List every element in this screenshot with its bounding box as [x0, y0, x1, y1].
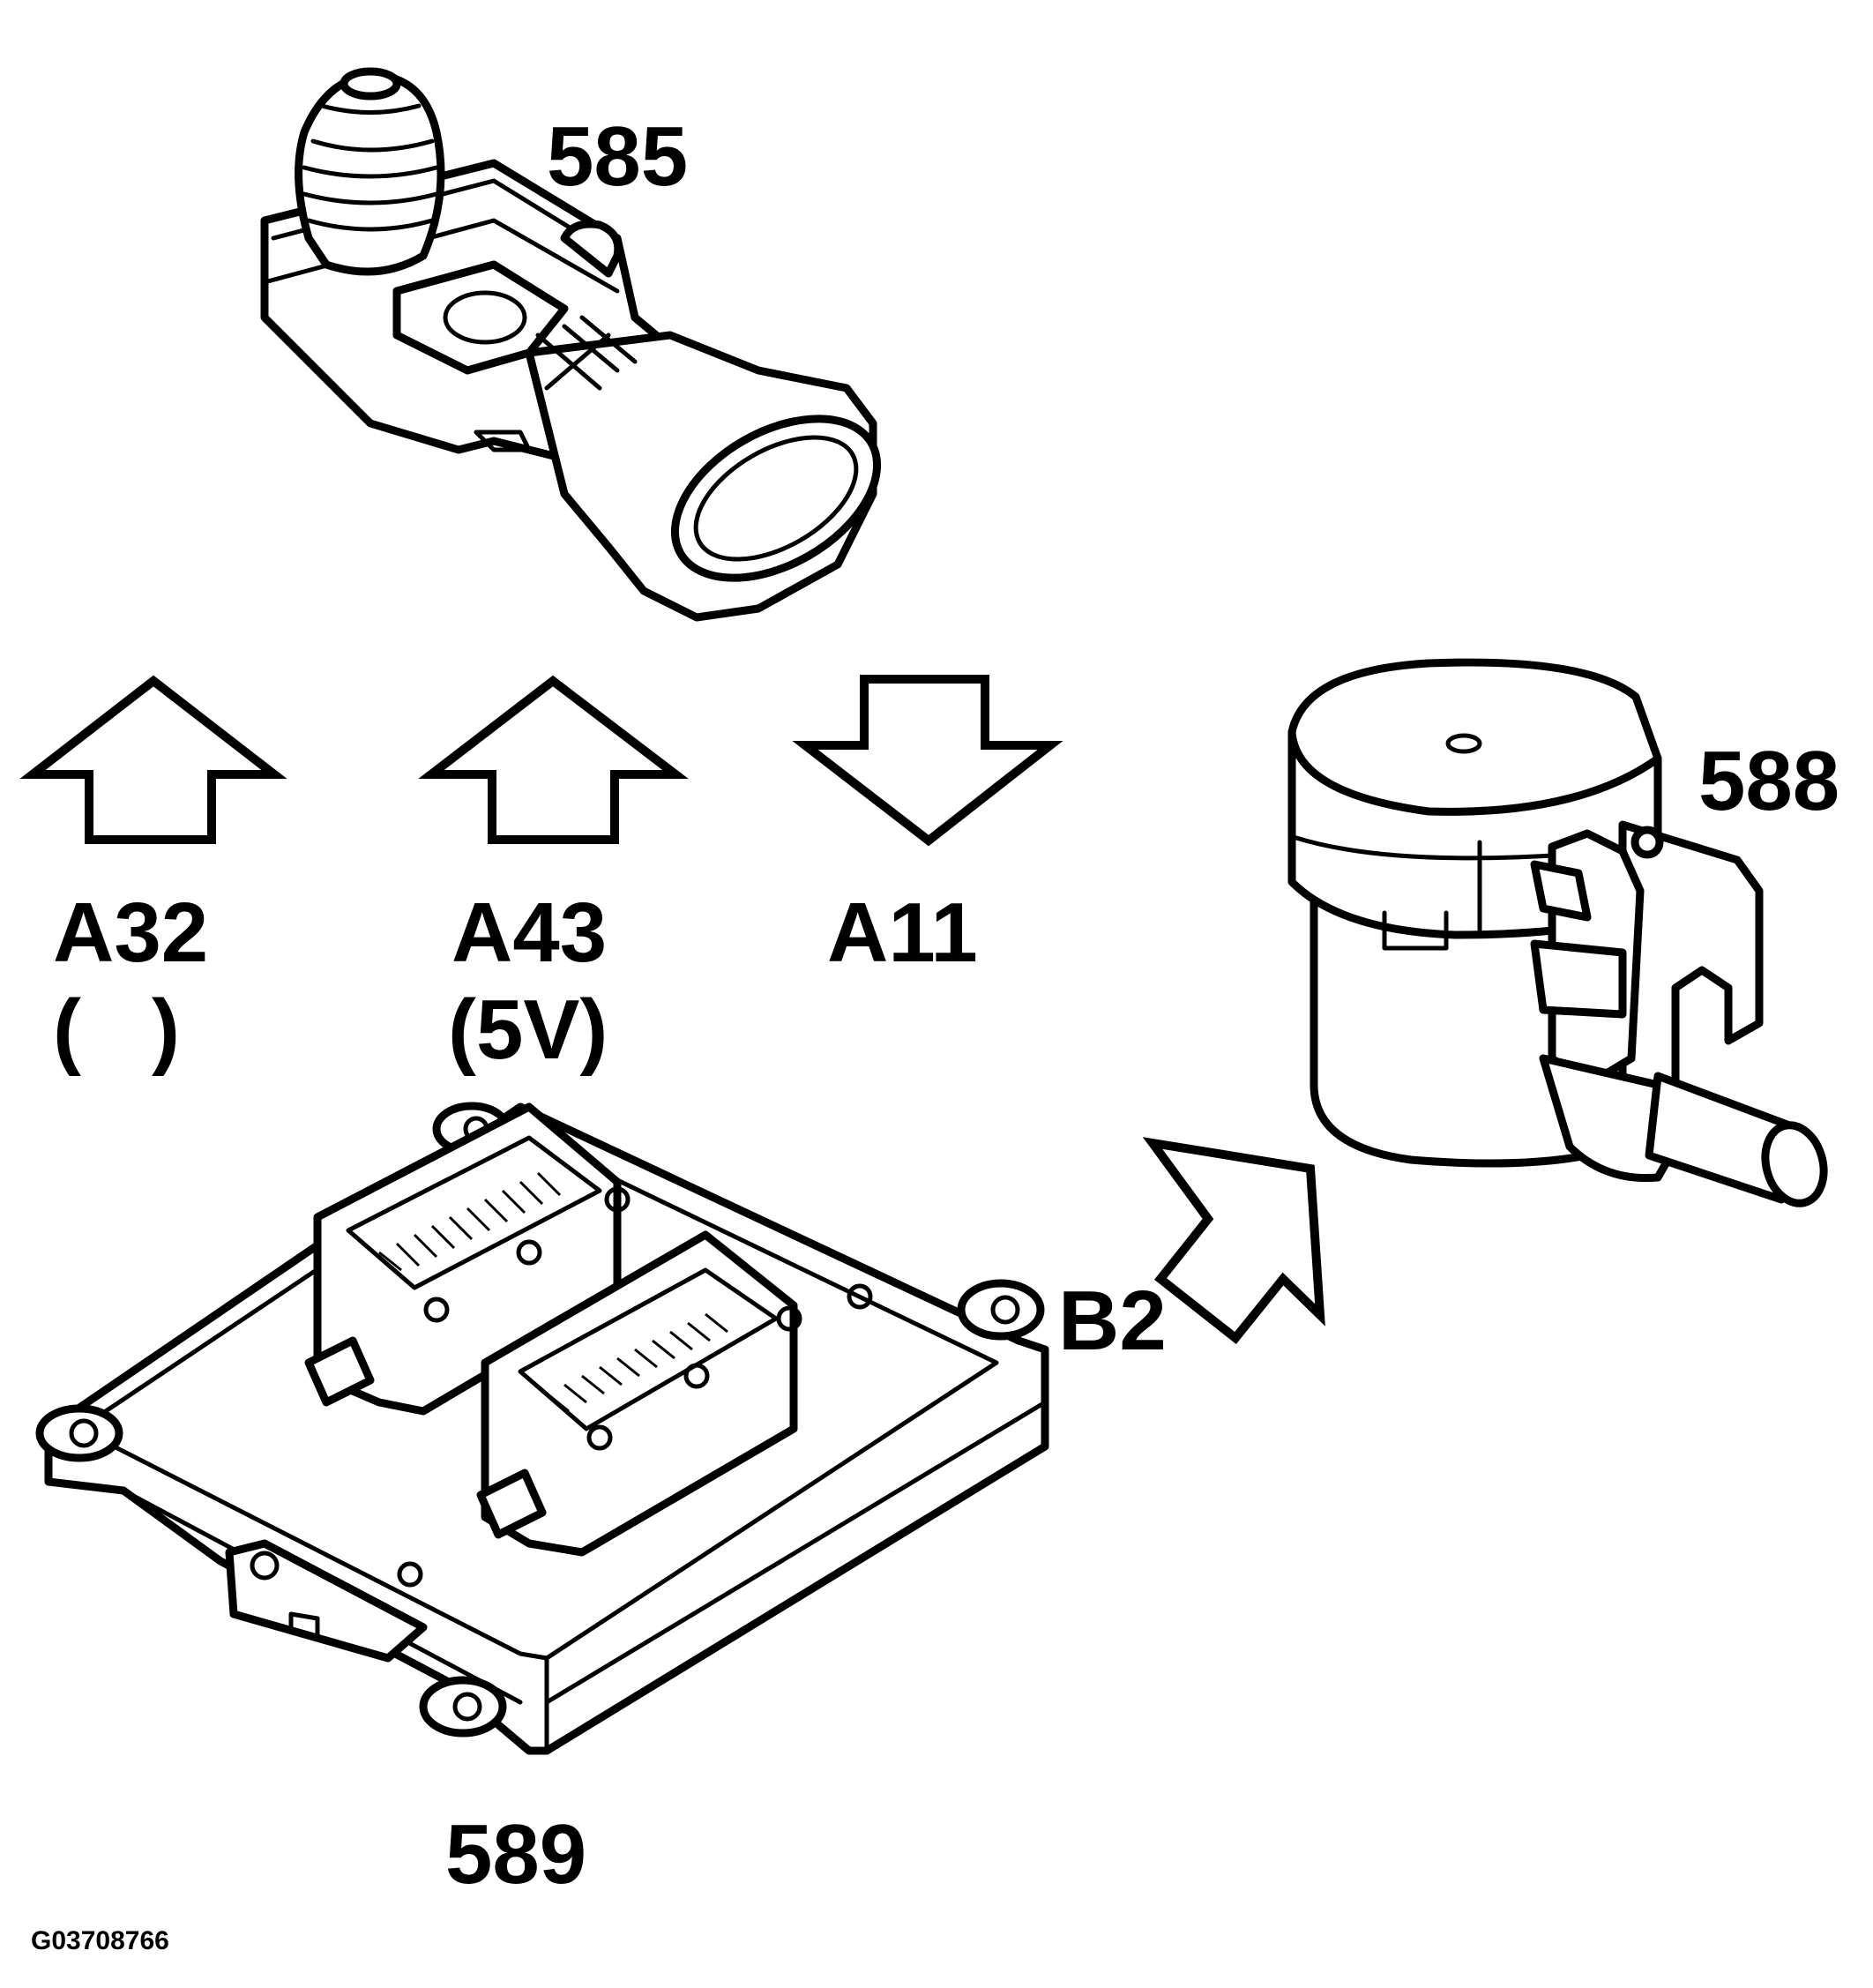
signal-a32-up-arrow	[19, 675, 287, 844]
signal-a43-value-label: (5V)	[448, 983, 608, 1077]
part-label-589: 589	[445, 1807, 586, 1902]
signal-a32-pin-label: A32	[53, 886, 208, 980]
signal-a11-pin-label: A11	[827, 886, 978, 980]
part-label-585: 585	[547, 109, 688, 204]
figure-reference-code: G03708766	[31, 1926, 169, 1955]
signal-a43-up-arrow	[418, 675, 689, 844]
part-label-588: 588	[1698, 734, 1839, 828]
actuator-588-illustration	[1287, 658, 1828, 1207]
signal-a32-value-label: ( )	[53, 983, 180, 1077]
module-589-illustration	[35, 1102, 1049, 1755]
signal-a43-pin-label: A43	[451, 886, 607, 980]
signal-b2-up-right-arrow	[1142, 1137, 1325, 1344]
signal-a11-down-arrow	[792, 675, 1063, 847]
signal-b2-pin-label: B2	[1058, 1274, 1167, 1368]
sensor-585-illustration	[260, 67, 882, 622]
